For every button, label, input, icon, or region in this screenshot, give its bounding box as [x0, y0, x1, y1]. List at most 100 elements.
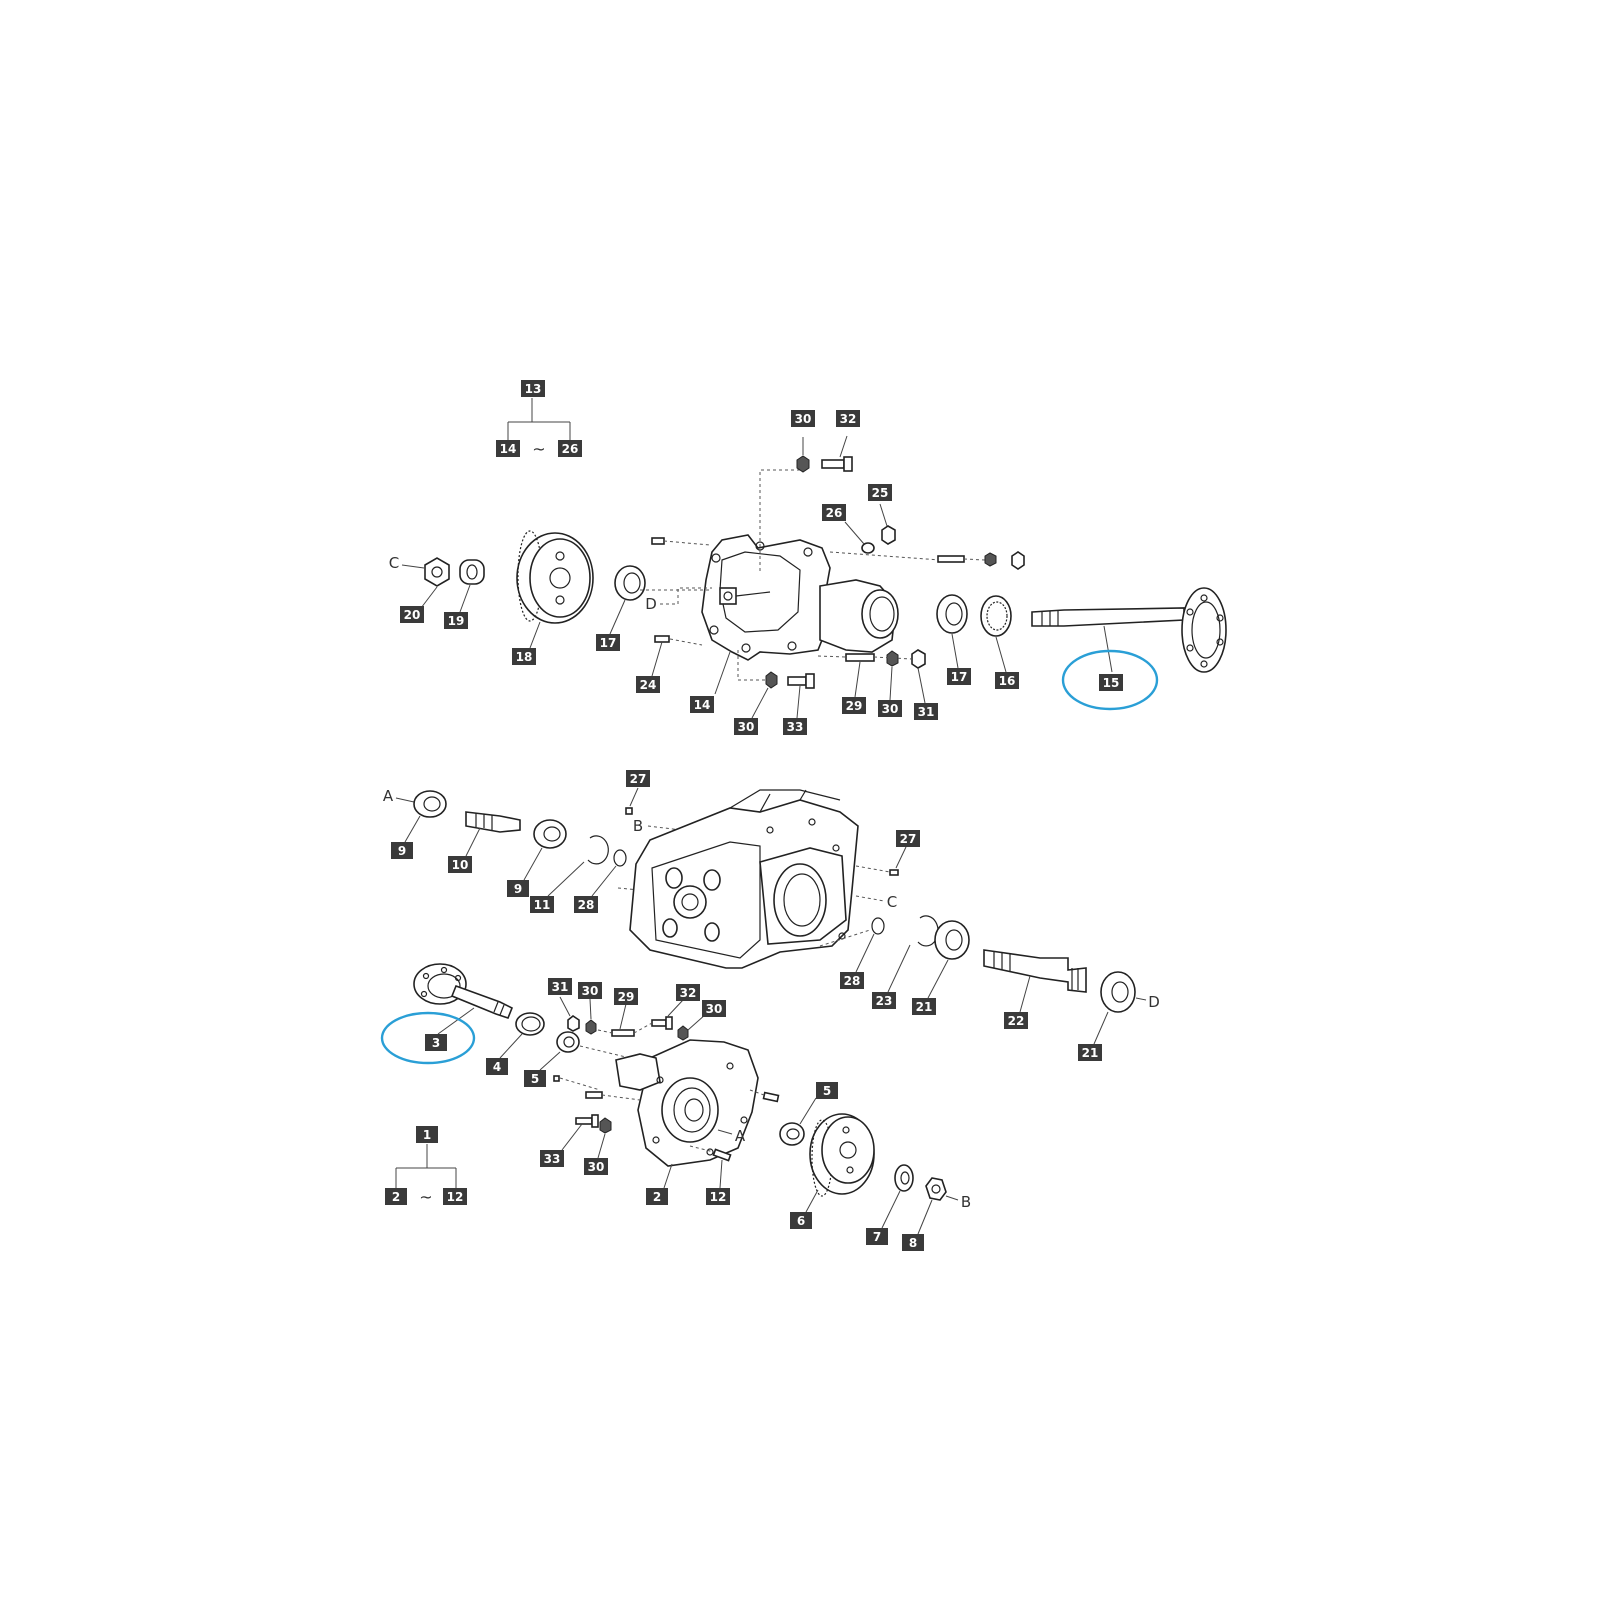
part-31-nut — [911, 649, 926, 704]
ref-letter-b-top: B — [633, 817, 643, 835]
svg-text:9: 9 — [398, 844, 406, 858]
svg-text:3: 3 — [432, 1036, 440, 1050]
part-21-bearing-left — [927, 920, 970, 999]
callout-29: 29 — [842, 697, 866, 714]
part-23-snap-ring — [887, 915, 939, 993]
part-2-housing — [615, 1039, 759, 1189]
callout-30-lower-c: 30 — [584, 1158, 608, 1175]
range-start-2: 2 — [385, 1188, 407, 1205]
part-32-bolt-lower — [651, 999, 684, 1030]
callout-6: 6 — [790, 1212, 812, 1229]
callout-8: 8 — [902, 1234, 924, 1251]
callout-7: 7 — [866, 1228, 888, 1245]
part-6-gear — [805, 1113, 875, 1213]
callout-21-left: 21 — [912, 998, 936, 1015]
svg-text:33: 33 — [787, 720, 804, 734]
part-19-washer — [459, 559, 485, 613]
svg-text:28: 28 — [578, 898, 595, 912]
svg-text:5: 5 — [531, 1072, 539, 1086]
callout-17-right: 17 — [947, 668, 971, 685]
callout-19: 19 — [444, 612, 468, 629]
svg-text:30: 30 — [706, 1002, 723, 1016]
svg-text:32: 32 — [840, 412, 857, 426]
callout-30-bottom: 30 — [734, 718, 758, 735]
part-17-bearing-right — [936, 594, 968, 669]
part-30-nut-bottom — [751, 671, 778, 719]
callout-32-lower: 32 — [676, 984, 700, 1001]
callout-33: 33 — [783, 718, 807, 735]
svg-text:2: 2 — [392, 1190, 400, 1204]
svg-text:30: 30 — [738, 720, 755, 734]
callout-31-lower: 31 — [548, 978, 572, 995]
svg-text:30: 30 — [588, 1160, 605, 1174]
part-5-bearing-left — [539, 1031, 580, 1071]
part-27-pin-right — [855, 846, 907, 876]
callout-17-left: 17 — [596, 634, 620, 651]
callout-5-left: 5 — [524, 1070, 546, 1087]
part-28-oring-right — [855, 917, 885, 973]
part-29-pin-lower — [611, 1003, 635, 1037]
callout-27-right: 27 — [896, 830, 920, 847]
part-3-axle-shaft — [413, 963, 514, 1035]
callout-12: 12 — [706, 1188, 730, 1205]
svg-text:19: 19 — [448, 614, 465, 628]
ref-letter-a-lower: A — [735, 1127, 746, 1145]
callout-30-top: 30 — [791, 410, 815, 427]
part-25-plug — [879, 503, 896, 545]
callout-14: 14 — [690, 696, 714, 713]
part-24-pin — [651, 635, 703, 677]
part-17-bearing-left — [609, 565, 646, 635]
part-18-gear — [516, 530, 594, 649]
svg-text:23: 23 — [876, 994, 893, 1008]
callout-5-right: 5 — [816, 1082, 838, 1099]
range-separator-lower: ~ — [419, 1188, 432, 1207]
callout-32: 32 — [836, 410, 860, 427]
svg-text:6: 6 — [797, 1214, 805, 1228]
part-32-bolt-top — [821, 435, 853, 472]
callout-21-right: 21 — [1078, 1044, 1102, 1061]
callout-28-right: 28 — [840, 972, 864, 989]
svg-text:26: 26 — [562, 442, 579, 456]
part-29-pin — [845, 653, 875, 698]
svg-text:2: 2 — [653, 1190, 661, 1204]
svg-text:1: 1 — [423, 1128, 431, 1142]
svg-text:17: 17 — [600, 636, 617, 650]
part-9-bearing-left — [404, 790, 447, 843]
part-9-bearing-right — [523, 819, 567, 881]
svg-text:24: 24 — [640, 678, 657, 692]
svg-text:29: 29 — [846, 699, 863, 713]
callout-9-left: 9 — [391, 842, 413, 859]
part-main-housing — [629, 789, 859, 969]
svg-text:21: 21 — [916, 1000, 933, 1014]
svg-text:22: 22 — [1008, 1014, 1025, 1028]
callout-31: 31 — [914, 703, 938, 720]
callout-20: 20 — [400, 606, 424, 623]
part-31-nut-lower — [559, 996, 580, 1032]
svg-text:31: 31 — [918, 705, 935, 719]
ref-letter-d: D — [645, 595, 657, 613]
callout-2: 2 — [646, 1188, 668, 1205]
part-30-nut-lower-b — [677, 1013, 707, 1041]
svg-text:13: 13 — [525, 382, 542, 396]
part-30-nut-right — [886, 650, 899, 701]
svg-text:5: 5 — [823, 1084, 831, 1098]
svg-text:4: 4 — [493, 1060, 501, 1074]
svg-text:11: 11 — [534, 898, 551, 912]
group-label-13: 13 — [521, 380, 545, 397]
part-5-bearing-right — [779, 1097, 817, 1146]
part-30-nut-lower-a — [585, 998, 597, 1035]
svg-text:33: 33 — [544, 1152, 561, 1166]
part-21-bearing-right — [1093, 971, 1136, 1045]
callout-10: 10 — [448, 856, 472, 873]
range-separator: ~ — [532, 440, 545, 459]
svg-text:27: 27 — [630, 772, 647, 786]
svg-text:15: 15 — [1103, 676, 1120, 690]
callout-11: 11 — [530, 896, 554, 913]
svg-text:29: 29 — [618, 990, 635, 1004]
group-label-1: 1 — [416, 1126, 438, 1143]
callout-30-lower-b: 30 — [702, 1000, 726, 1017]
svg-text:9: 9 — [514, 882, 522, 896]
highlight-circle-3 — [380, 1011, 476, 1065]
callout-30-lower-a: 30 — [578, 982, 602, 999]
